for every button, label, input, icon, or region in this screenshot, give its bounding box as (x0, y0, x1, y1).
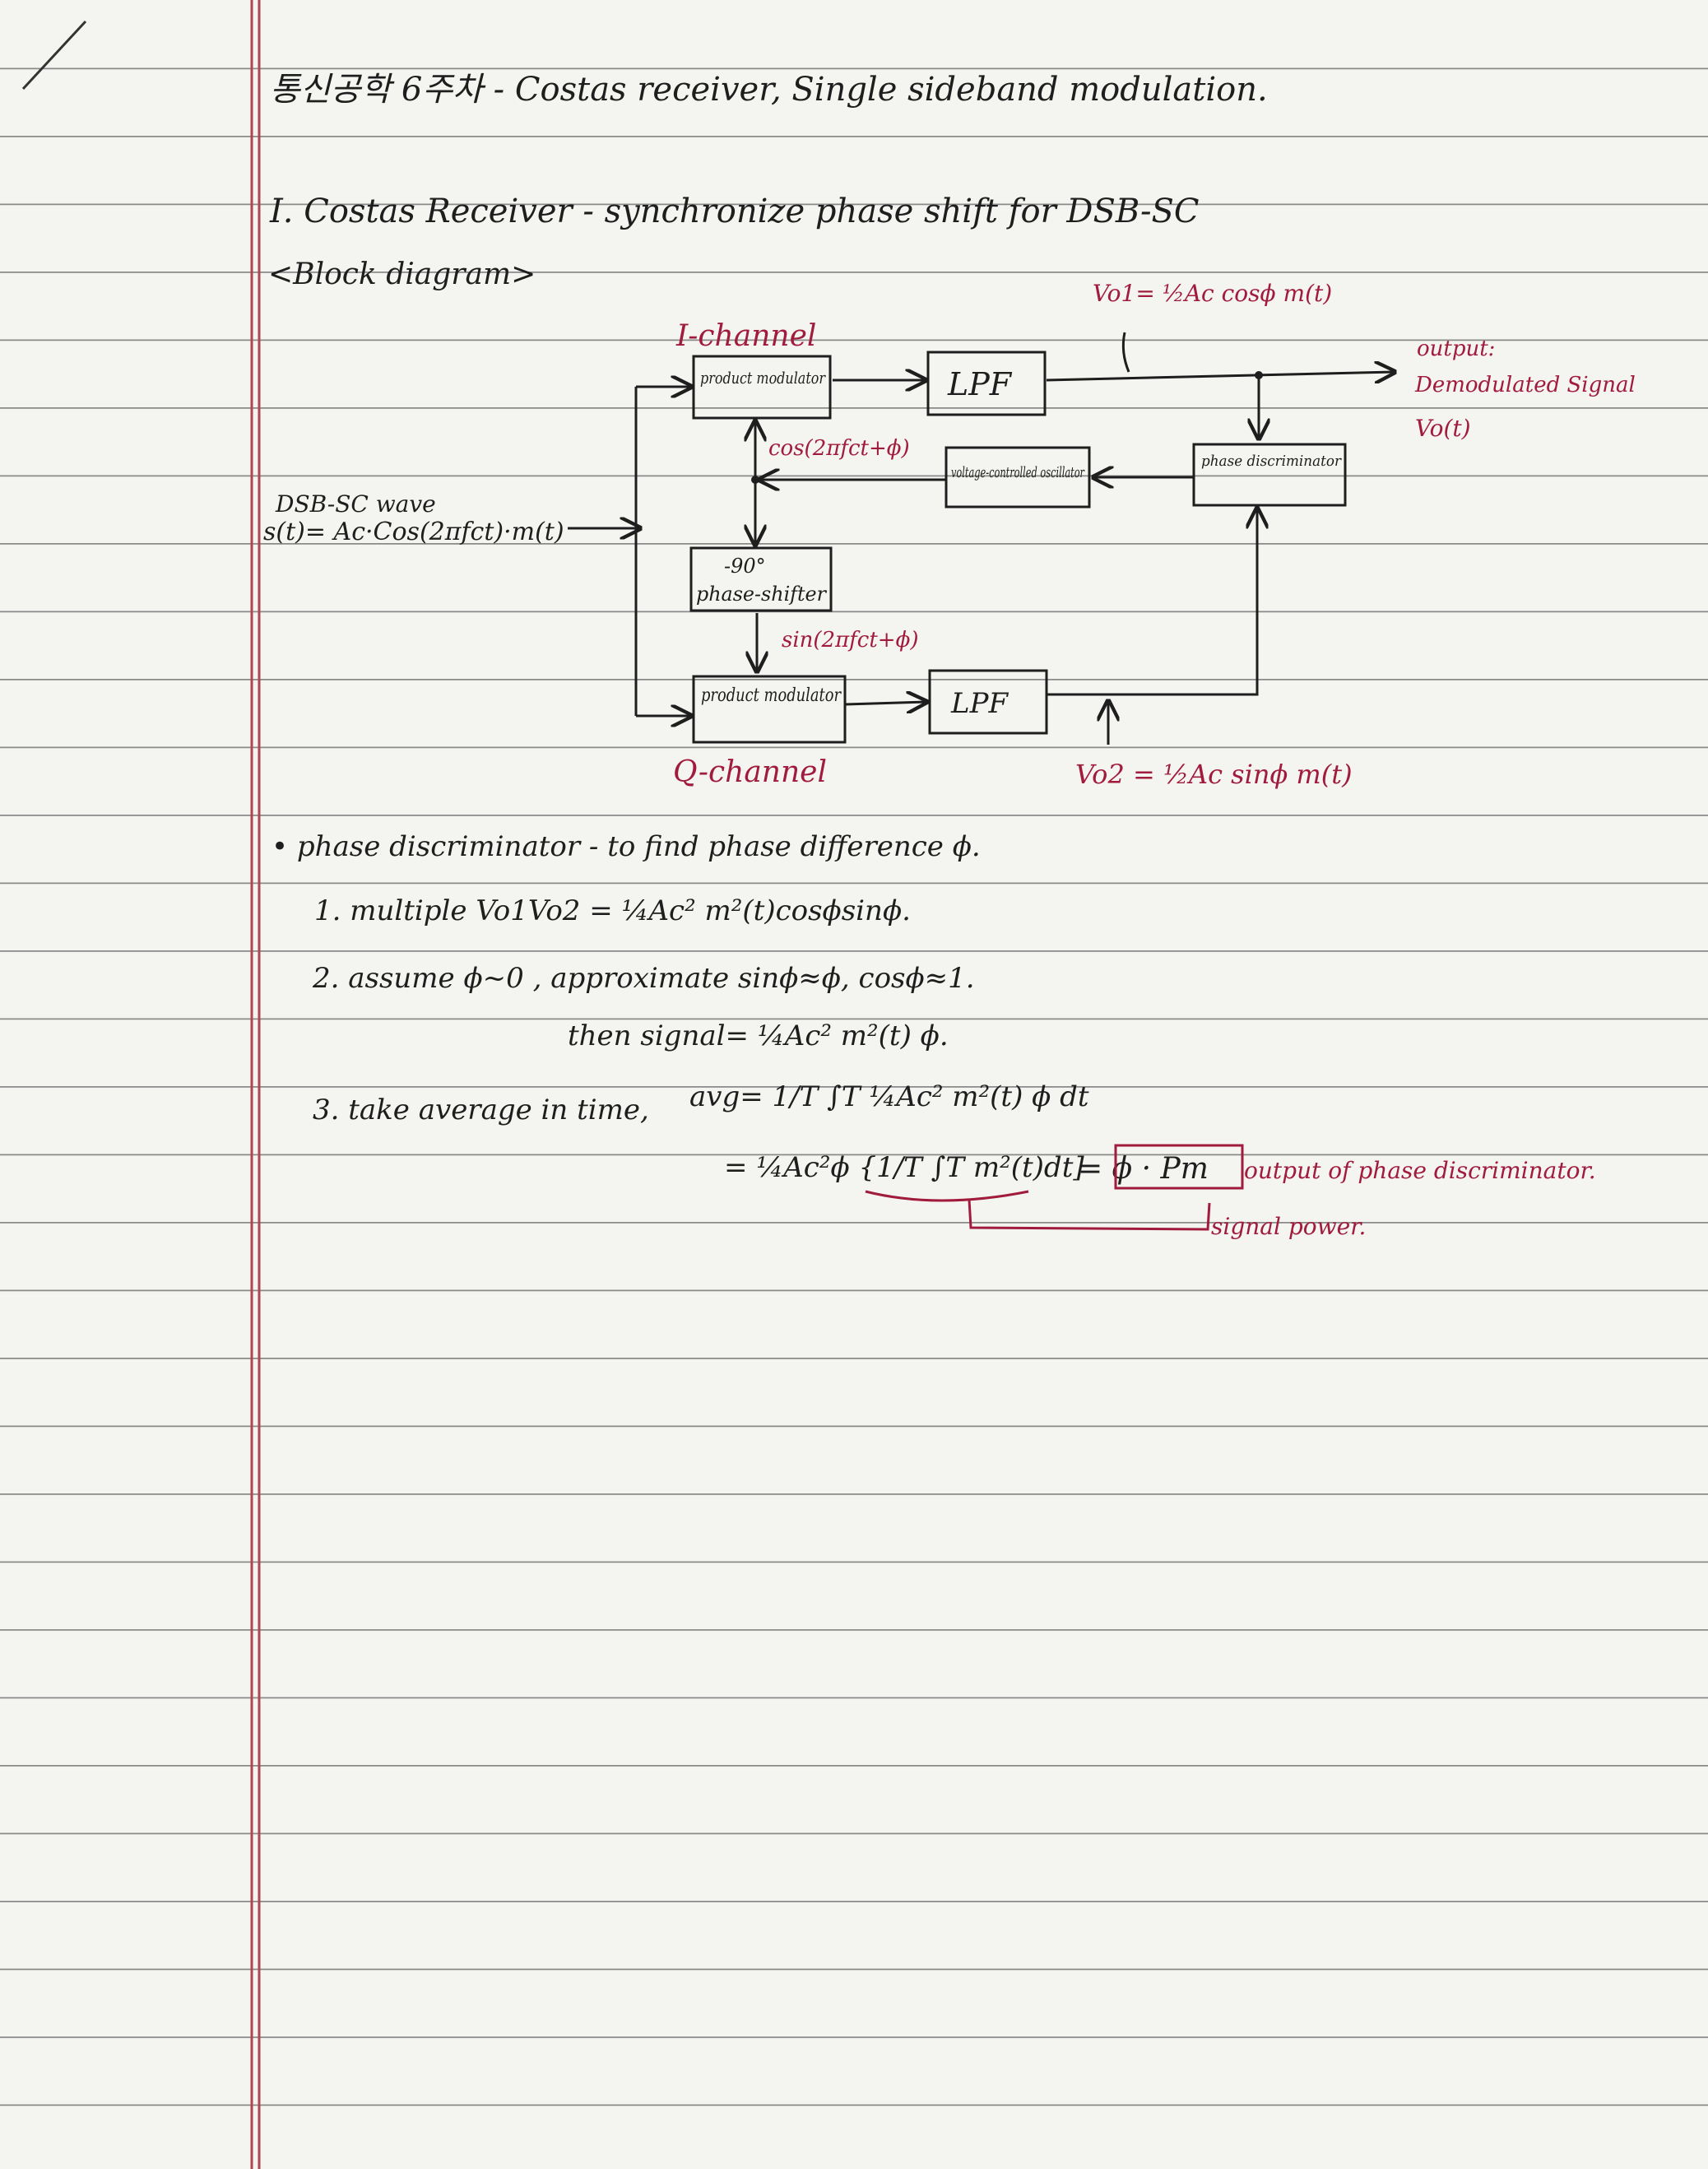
power-bracket (968, 1199, 1211, 1231)
i-channel-label: I-channel (675, 319, 816, 353)
lpf-i (926, 351, 1047, 416)
note-step-2b: then signal= ¼Ac² m²(t) ϕ. (568, 1019, 949, 1052)
note-equation-lhs: = ¼Ac²ϕ {1/T ∫T m²(t)dt] (724, 1151, 1084, 1184)
input-wave-equation: s(t)= Ac·Cos(2πfct)·m(t) (263, 518, 564, 546)
lpf-i-label: LPF (947, 366, 1013, 402)
phase-discriminator (1192, 443, 1347, 507)
vo1-label: Vo1= ½Ac cosϕ m(t) (1093, 280, 1332, 307)
section-subheading: <Block diagram> (268, 258, 536, 291)
output-label: output: (1417, 337, 1495, 361)
power-underbrace (865, 1190, 1029, 1202)
phase-discriminator-label: phase discriminator (1201, 453, 1342, 470)
q-to-discriminator-arrow (1047, 509, 1257, 696)
block-diagram: I-channel Q-channel DSB-SC wave s(t)= Ac… (263, 280, 1636, 790)
vco-label: voltage-controlled oscillator (951, 464, 1085, 481)
q-to-lpf-arrow (845, 702, 926, 704)
vco-box (945, 446, 1091, 509)
discriminator-output-note: output of phase discriminator. (1244, 1157, 1596, 1184)
output-vo-label: Vo(t) (1415, 415, 1471, 442)
section-heading: I. Costas Receiver - synchronize phase s… (269, 193, 1200, 230)
ruled-lines (0, 39, 1708, 2169)
product-modulator-q (692, 675, 847, 744)
output-demodulated-label: Demodulated Signal (1414, 373, 1636, 397)
phase-shifter-deg: -90° (724, 555, 766, 578)
input-wave-label: DSB-SC wave (275, 490, 436, 518)
product-modulator-q-label: product modulator (701, 685, 842, 706)
cos-label: cos(2πfct+ϕ) (768, 436, 910, 461)
sin-label: sin(2πfct+ϕ) (782, 628, 918, 653)
signal-power-note: signal power. (1211, 1213, 1366, 1240)
vo2-label: Vo2 = ½Ac sinϕ m(t) (1075, 759, 1353, 790)
note-equals-phi-pm: = ϕ · Pm (1078, 1152, 1209, 1186)
q-channel-label: Q-channel (673, 755, 827, 789)
product-modulator-i (692, 355, 832, 420)
phi-pm-box (1114, 1144, 1244, 1190)
phase-shifter-box (689, 546, 833, 612)
note-step-3: 3. take average in time, (313, 1094, 649, 1126)
output-arrow (1046, 372, 1395, 380)
vo1-pointer (1121, 332, 1130, 373)
page-title: 통신공학 6주차 - Costas receiver, Single sideb… (270, 71, 1268, 109)
note-bullet: • phase discriminator - to find phase di… (272, 830, 981, 863)
lpf-q-label: LPF (950, 687, 1009, 720)
pen-stroke-mark (21, 20, 87, 91)
note-average: avg= 1/T ∫T ¼Ac² m²(t) ϕ dt (689, 1080, 1089, 1113)
phase-shifter-label: phase-shifter (696, 583, 828, 606)
lpf-q (928, 669, 1048, 735)
note-step-2: 2. assume ϕ~0 , approximate sinϕ≈ϕ, cosϕ… (312, 962, 975, 995)
note-step-1: 1. multiple Vo1Vo2 = ¼Ac² m²(t)cosϕsinϕ. (314, 894, 911, 927)
product-modulator-i-label: product modulator (700, 368, 826, 388)
